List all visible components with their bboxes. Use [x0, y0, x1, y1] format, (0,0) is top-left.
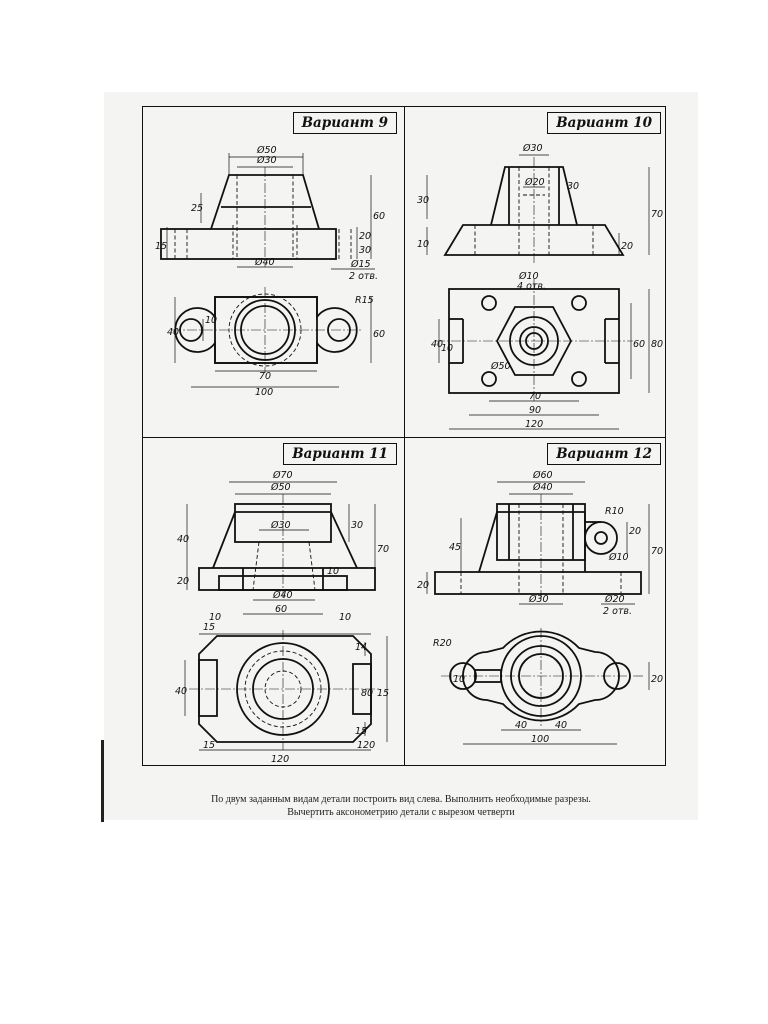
dimension-label: 10	[205, 315, 217, 326]
dimension-label: 80	[361, 688, 373, 699]
scan-edge-mark	[101, 740, 104, 822]
dimension-label: 20	[177, 576, 189, 587]
dimension-label: 2 отв.	[349, 271, 378, 282]
variant-11-drawing: Ø70 Ø50 Ø30 30 40 70 20 Ø40 60 10 10 10	[175, 470, 389, 765]
dimension-label: 40	[167, 327, 179, 338]
dimension-label: 25	[191, 203, 203, 214]
variant-10-title: Вариант 10	[547, 112, 661, 134]
task-caption: По двум заданным видам детали построить …	[104, 793, 698, 819]
dimension-label: 20	[651, 674, 663, 685]
dimension-label: 15	[203, 740, 215, 751]
dimension-label: Ø10	[608, 552, 629, 563]
variant-12-title: Вариант 12	[547, 443, 661, 465]
variant-9-drawing: Ø50 Ø30 25 60 15 20 30 Ø40 Ø15 2 отв.	[155, 145, 385, 398]
dimension-label: 45	[449, 542, 461, 553]
v9-base-front	[160, 228, 337, 260]
dimension-label: Ø30	[522, 143, 543, 154]
caption-line-1: По двум заданным видам детали построить …	[211, 794, 591, 805]
dimension-label: 40	[555, 720, 567, 731]
dimension-label: 30	[351, 520, 363, 531]
v12-top-outline	[462, 630, 620, 722]
v12-base-front	[434, 571, 642, 595]
dimension-label: 40	[177, 534, 189, 545]
dimension-label: 20	[621, 241, 633, 252]
dimension-label: 60	[373, 329, 385, 340]
dimension-label: 20	[417, 580, 429, 591]
variant-11-title: Вариант 11	[283, 443, 397, 465]
dimension-label: 15	[377, 688, 389, 699]
dimension-label: 2 отв.	[603, 606, 632, 617]
dimension-label: Ø70	[272, 470, 293, 481]
dimension-label: 70	[529, 391, 541, 402]
sheet-horizontal-divider	[143, 437, 665, 438]
variant-12-panel: Ø60 Ø40 R10 20 45 Ø10 70 20 Ø30 Ø20 2 от…	[405, 438, 667, 767]
dimension-label: 40	[515, 720, 527, 731]
dimension-label: 40	[431, 339, 443, 350]
dimension-label: 40	[175, 686, 187, 697]
dimension-label: Ø60	[532, 470, 553, 481]
drawing-sheet: Ø50 Ø30 25 60 15 20 30 Ø40 Ø15 2 отв.	[142, 106, 666, 766]
dimension-label: 120	[525, 419, 543, 430]
variant-9-panel: Ø50 Ø30 25 60 15 20 30 Ø40 Ø15 2 отв.	[143, 107, 405, 437]
dimension-label: 70	[377, 544, 389, 555]
variant-12-drawing: Ø60 Ø40 R10 20 45 Ø10 70 20 Ø30 Ø20 2 от…	[417, 470, 663, 745]
dimension-label: 14	[355, 642, 367, 653]
dimension-label: 15	[355, 726, 367, 737]
dimension-label: 30	[359, 245, 371, 256]
variant-9-title: Вариант 9	[292, 112, 397, 134]
dimension-label: R10	[605, 506, 624, 517]
dimension-label: Ø50	[490, 361, 511, 372]
dimension-label: 30	[567, 181, 579, 192]
dimension-label: 60	[633, 339, 645, 350]
dimension-label: 80	[651, 339, 663, 350]
dimension-label: 10	[453, 674, 465, 685]
dimension-label: 10	[417, 239, 429, 250]
dimension-label: 120	[357, 740, 375, 751]
dimension-label: 100	[255, 387, 273, 398]
dimension-label: 20	[359, 231, 371, 242]
dimension-label: 70	[651, 209, 663, 220]
dimension-label: Ø40	[532, 482, 553, 493]
v10-base-front	[443, 224, 625, 256]
dimension-label: 100	[531, 734, 549, 745]
variant-11-panel: Ø70 Ø50 Ø30 30 40 70 20 Ø40 60 10 10 10	[143, 438, 405, 767]
v9-boss-front	[210, 174, 320, 230]
dimension-label: 120	[271, 754, 289, 765]
dimension-label: 15	[203, 622, 215, 633]
dimension-label: 60	[373, 211, 385, 222]
dimension-label: 10	[441, 343, 453, 354]
v11-base-front	[198, 567, 376, 591]
dimension-label: Ø50	[270, 482, 291, 493]
dimension-label: Ø20	[524, 177, 545, 188]
dimension-label: Ø15	[350, 259, 371, 270]
dimension-label: Ø30	[256, 155, 277, 166]
dimension-label: Ø30	[270, 520, 291, 531]
dimension-label: 30	[417, 195, 429, 206]
dimension-label: 15	[155, 241, 167, 252]
variant-10-drawing: Ø30 Ø20 30 30 10 70 20	[417, 143, 663, 430]
dimension-label: 90	[529, 405, 541, 416]
dimension-label: Ø50	[256, 145, 277, 156]
dimension-label: 10	[327, 566, 339, 577]
dimension-label: Ø10	[518, 271, 539, 282]
dimension-label: 10	[339, 612, 351, 623]
v12-boss-front	[478, 511, 586, 573]
variant-10-panel: Ø30 Ø20 30 30 10 70 20	[405, 107, 667, 437]
dimension-label: 70	[651, 546, 663, 557]
dimension-label: 20	[629, 526, 641, 537]
dimension-label: Ø40	[272, 590, 293, 601]
dimension-label: 70	[259, 371, 271, 382]
caption-line-2: Вычертить аксонометрию детали с вырезом …	[287, 807, 515, 818]
dimension-label: 60	[275, 604, 287, 615]
dimension-label: R20	[433, 638, 452, 649]
sheet-vertical-divider	[404, 107, 405, 765]
dimension-label: 10	[209, 612, 221, 623]
dimension-label: R15	[355, 295, 374, 306]
dimension-label: 4 отв.	[517, 281, 546, 292]
dimension-label: Ø30	[528, 594, 549, 605]
dimension-label: Ø40	[254, 257, 275, 268]
dimension-label: Ø20	[604, 594, 625, 605]
